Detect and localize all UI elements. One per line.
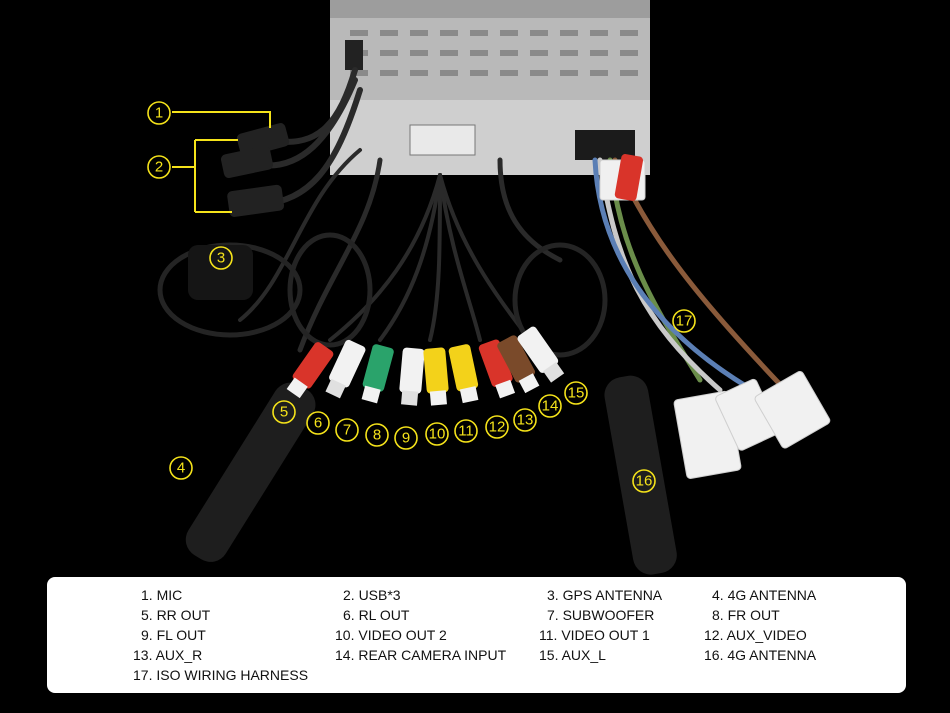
callout-8-label: 8 xyxy=(373,427,381,444)
legend-item: 12. AUX_VIDEO xyxy=(704,627,807,643)
callout-10-label: 10 xyxy=(429,426,446,443)
callout-6-label: 6 xyxy=(314,415,322,432)
callout-2 xyxy=(147,155,171,179)
legend-item: 5. RR OUT xyxy=(141,607,211,623)
legend-item: 17. ISO WIRING HARNESS xyxy=(133,667,309,683)
wiring-photo: 1 2 3 4 5 6 7 8 9 10 11 12 13 14 15 16 1… xyxy=(147,0,831,575)
callout-2-label: 2 xyxy=(155,159,163,176)
callout-4-label: 4 xyxy=(177,460,185,477)
callout-9 xyxy=(394,426,418,450)
callout-3-label: 3 xyxy=(217,250,225,267)
callout-8 xyxy=(365,423,389,447)
legend-item: 15. AUX_L xyxy=(539,647,606,663)
legend-panel: 1. MIC 2. USB*3 3. GPS ANTENNA 4. 4G ANT… xyxy=(47,577,906,693)
callout-13-label: 13 xyxy=(517,412,534,429)
callout-3 xyxy=(209,246,233,270)
legend-item: 1. MIC xyxy=(141,587,183,603)
usb-plugs xyxy=(220,123,290,217)
legend-item: 14. REAR CAMERA INPUT xyxy=(335,647,507,663)
callout-16 xyxy=(632,469,656,493)
callout-10 xyxy=(425,422,449,446)
callout-11 xyxy=(454,419,478,443)
callout-4 xyxy=(169,456,193,480)
4g-antenna-right xyxy=(604,375,677,575)
callout-1-label: 1 xyxy=(155,105,163,122)
callout-16-label: 16 xyxy=(636,473,653,490)
callout-12-label: 12 xyxy=(489,419,506,436)
callout-11-label: 11 xyxy=(458,423,474,440)
callout-5-label: 5 xyxy=(280,404,288,421)
legend-item: 4. 4G ANTENNA xyxy=(712,587,817,603)
callout-7 xyxy=(335,418,359,442)
legend-item: 7. SUBWOOFER xyxy=(547,607,655,623)
callout-14 xyxy=(538,394,562,418)
callout-6 xyxy=(306,411,330,435)
callout-13 xyxy=(513,408,537,432)
callout-15-label: 15 xyxy=(568,385,585,402)
legend-item: 6. RL OUT xyxy=(343,607,410,623)
legend-item: 10. VIDEO OUT 2 xyxy=(335,627,447,643)
callout-15 xyxy=(564,381,588,405)
rca-connectors xyxy=(286,326,565,406)
callout-17 xyxy=(672,309,696,333)
callout-7-label: 7 xyxy=(343,422,351,439)
legend-item: 16. 4G ANTENNA xyxy=(704,647,817,663)
callout-leaders xyxy=(172,111,271,213)
gps-antenna xyxy=(188,245,253,300)
head-unit-chassis xyxy=(330,0,650,175)
legend-item: 11. VIDEO OUT 1 xyxy=(539,627,650,643)
callout-17-label: 17 xyxy=(676,313,693,330)
legend-item: 3. GPS ANTENNA xyxy=(547,587,663,603)
rca-red-harness xyxy=(614,154,644,201)
legend-item: 13. AUX_R xyxy=(133,647,203,663)
legend-item: 2. USB*3 xyxy=(343,587,401,603)
4g-antenna-left xyxy=(185,382,316,562)
callout-9-label: 9 xyxy=(402,430,410,447)
legend-item: 9. FL OUT xyxy=(141,627,206,643)
callout-12 xyxy=(485,415,509,439)
callout-5 xyxy=(272,400,296,424)
callout-14-label: 14 xyxy=(542,398,559,415)
legend-item: 8. FR OUT xyxy=(712,607,780,623)
callout-1 xyxy=(147,101,171,125)
